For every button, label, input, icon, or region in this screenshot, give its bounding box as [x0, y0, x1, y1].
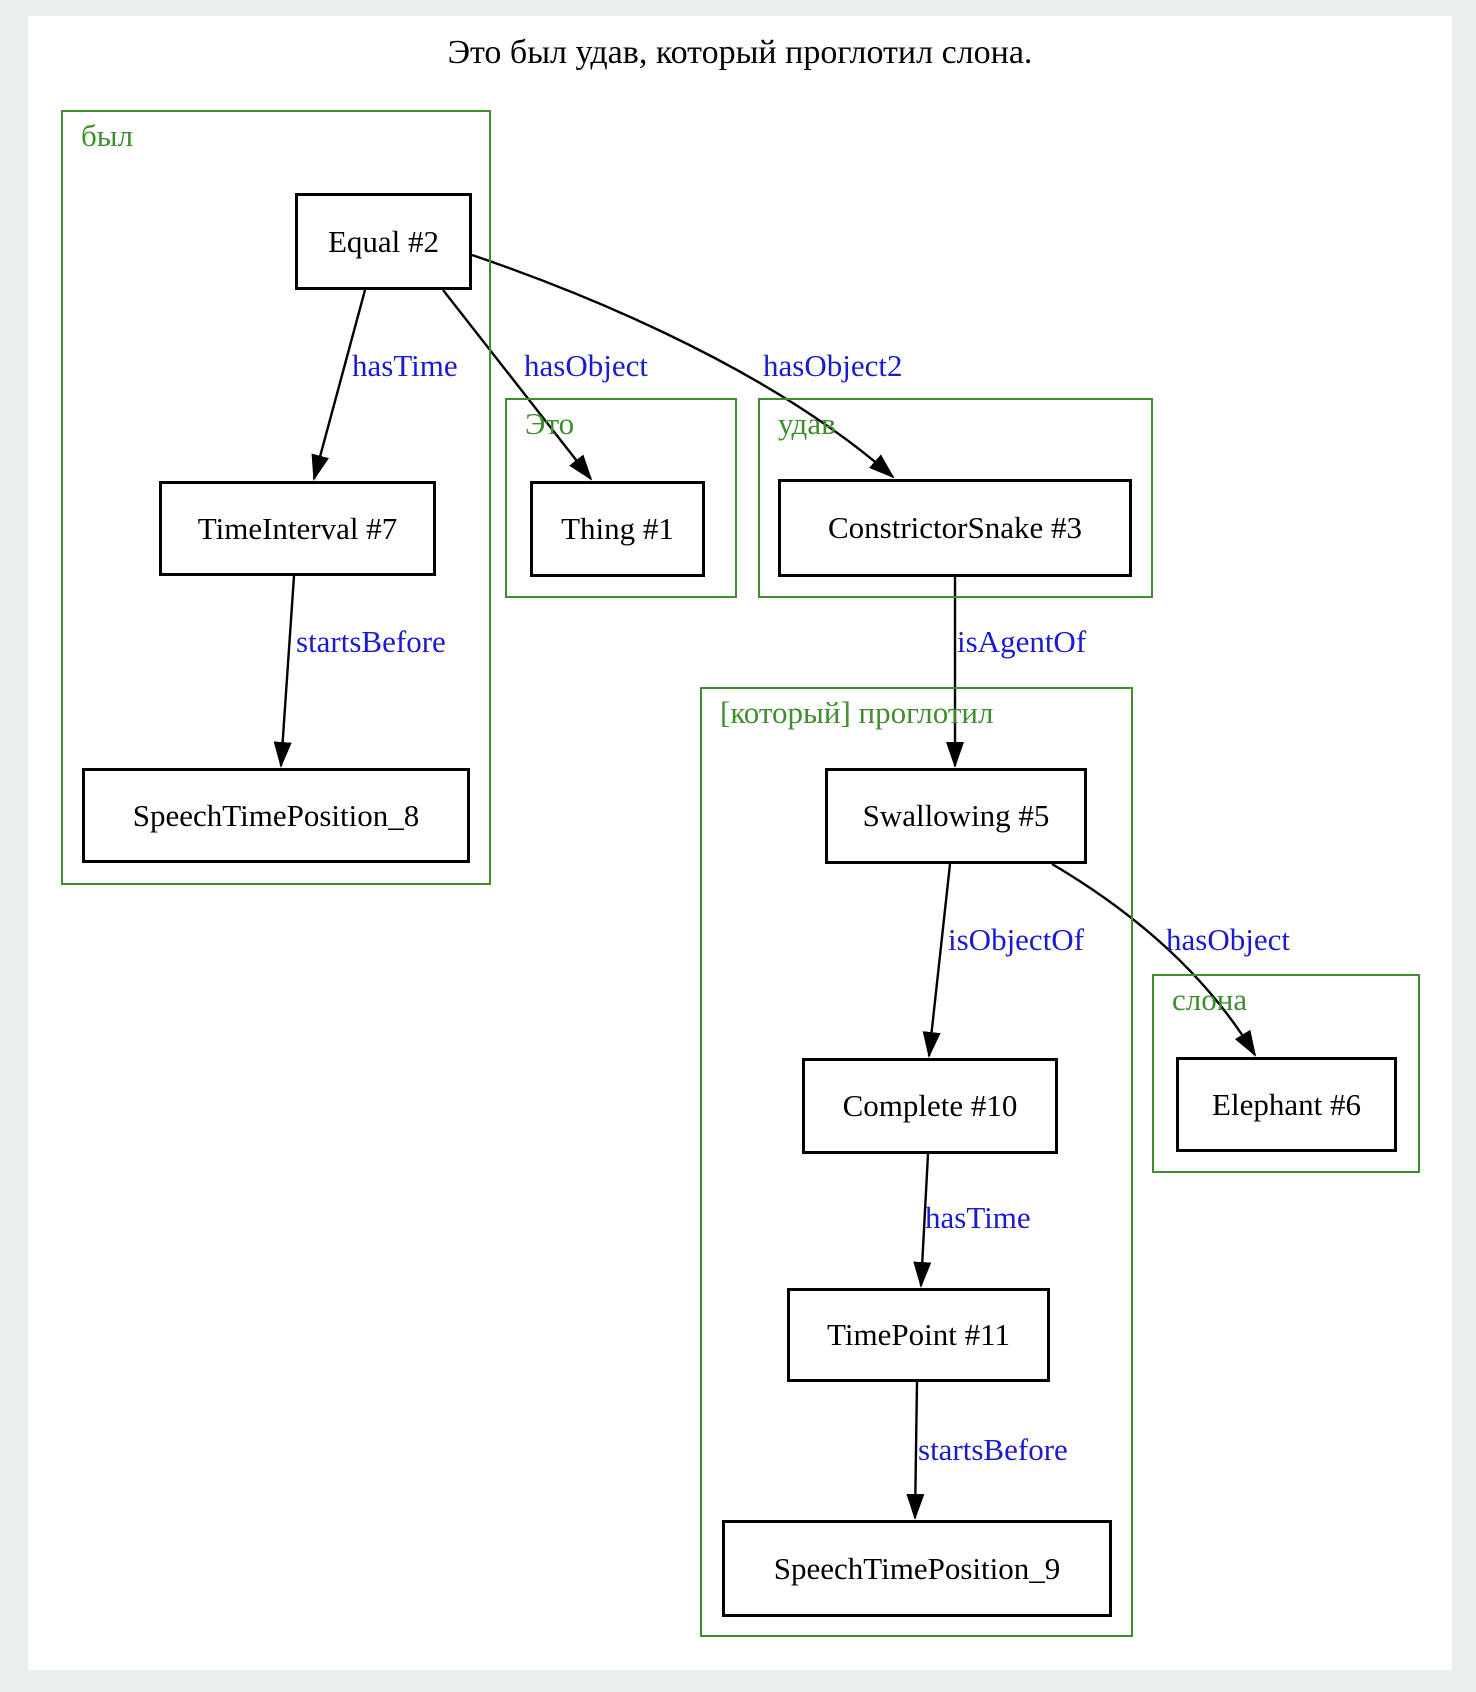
sentence-title: Это был удав, который проглотил слона. [447, 34, 1033, 71]
edge-label-timeinterval-startsbefore: startsBefore [296, 624, 446, 659]
node-constrictorsnake-3: ConstrictorSnake #3 [778, 479, 1132, 577]
node-swallowing-5: Swallowing #5 [825, 768, 1087, 864]
edge-label-equal-hastime: hasTime [352, 348, 458, 383]
node-timepoint-11: TimePoint #11 [787, 1288, 1050, 1382]
edge-label-equal-hasobject2: hasObject2 [763, 348, 903, 383]
cluster-eto: Это [505, 398, 737, 598]
cluster-byl-label: был [81, 118, 134, 153]
node-speechtimeposition-8: SpeechTimePosition_8 [82, 768, 470, 863]
node-thing-1-label: Thing #1 [561, 511, 674, 546]
edge-label-snake-isagentof: isAgentOf [957, 624, 1087, 659]
cluster-udav: удав [758, 398, 1153, 598]
node-equal-2: Equal #2 [295, 193, 472, 290]
cluster-udav-label: удав [778, 406, 836, 441]
node-swallowing-5-label: Swallowing #5 [862, 798, 1050, 833]
node-speechtimeposition-8-label: SpeechTimePosition_8 [132, 797, 420, 833]
node-timepoint-11-label: TimePoint #11 [827, 1317, 1010, 1352]
edge-label-swallowing-isobjectof: isObjectOf [948, 922, 1085, 957]
cluster-eto-label: Это [525, 406, 575, 441]
edge-label-complete-hastime: hasTime [925, 1200, 1031, 1235]
cluster-kotoryj-proglotil: [который] проглотил [700, 687, 1133, 1637]
node-speechtimeposition-9: SpeechTimePosition_9 [722, 1520, 1112, 1617]
edge-label-swallowing-hasobject: hasObject [1166, 922, 1290, 957]
node-elephant-6: Elephant #6 [1176, 1057, 1397, 1152]
edge-label-timepoint-startsbefore: startsBefore [918, 1432, 1068, 1467]
cluster-kotoryj-proglotil-label: [который] проглотил [720, 695, 994, 730]
node-speechtimeposition-9-label: SpeechTimePosition_9 [773, 1550, 1061, 1586]
cluster-slona-label: слона [1172, 982, 1248, 1017]
node-complete-10: Complete #10 [802, 1058, 1058, 1154]
cluster-slona: слона [1152, 974, 1420, 1173]
node-elephant-6-label: Elephant #6 [1212, 1086, 1361, 1122]
node-timeinterval-7-label: TimeInterval #7 [197, 510, 398, 546]
node-complete-10-label: Complete #10 [842, 1088, 1018, 1123]
node-equal-2-label: Equal #2 [327, 223, 440, 259]
edge-label-equal-hasobject: hasObject [524, 348, 648, 383]
node-constrictorsnake-3-label: ConstrictorSnake #3 [828, 510, 1082, 545]
node-thing-1: Thing #1 [530, 481, 705, 577]
node-timeinterval-7: TimeInterval #7 [159, 481, 436, 576]
cluster-byl: был [61, 110, 491, 885]
